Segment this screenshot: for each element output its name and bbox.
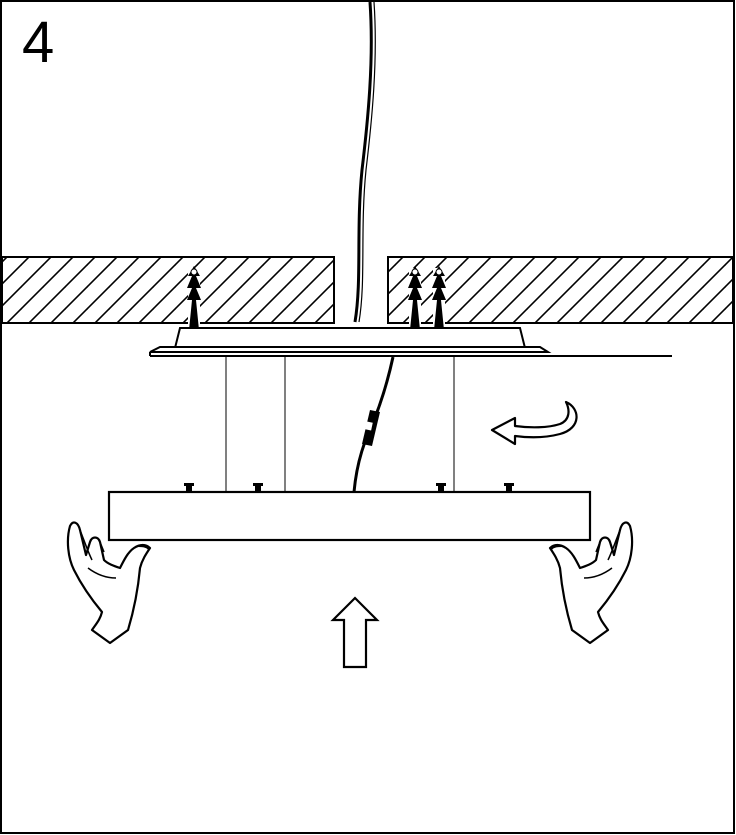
rotate-arrow-icon — [490, 400, 578, 446]
lamp-body — [107, 483, 592, 542]
hand-icon — [548, 521, 634, 645]
wall-anchor-left — [187, 266, 201, 330]
lamp-screw-4 — [504, 483, 514, 492]
wall-anchor-right — [432, 266, 446, 330]
wall-anchor-middle — [408, 266, 422, 330]
lamp-screw-3 — [436, 483, 446, 492]
up-arrow-icon — [330, 596, 380, 669]
lamp-screw-2 — [253, 483, 263, 492]
ceiling-canopy — [149, 327, 672, 357]
lamp-cable — [352, 356, 395, 493]
ceiling-right — [387, 256, 734, 324]
power-cable — [353, 1, 373, 323]
lamp-screw-1 — [184, 483, 194, 492]
hand-icon — [66, 521, 152, 645]
ceiling-left — [1, 256, 335, 324]
step-number: 4 — [22, 10, 55, 75]
